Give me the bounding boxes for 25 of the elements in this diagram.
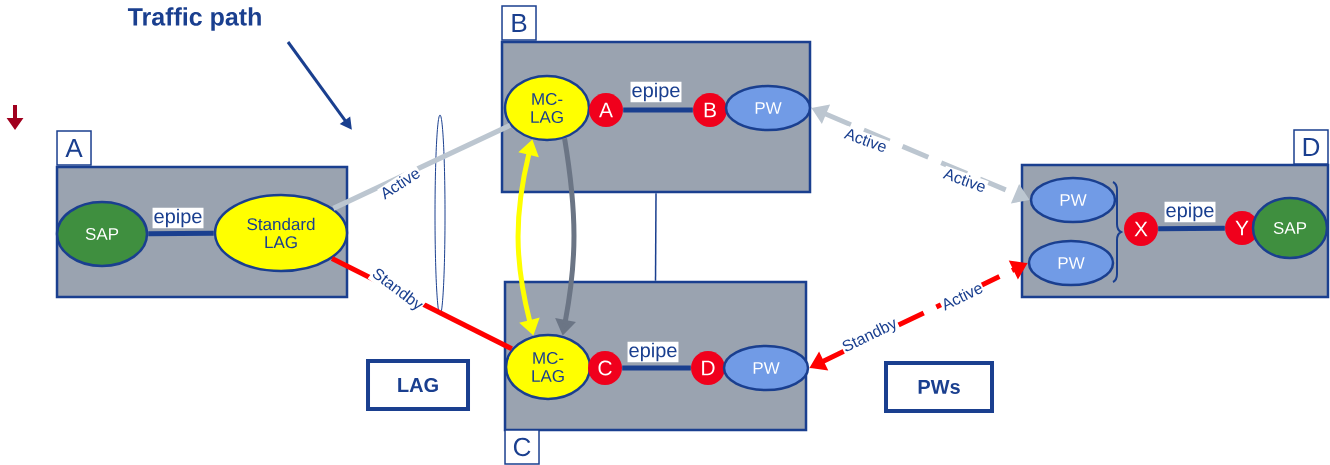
ellipse-node: PW bbox=[1029, 176, 1117, 224]
label-box: PWs bbox=[884, 361, 994, 413]
ellipse-node: SAP bbox=[55, 200, 149, 268]
line-label: Active bbox=[938, 279, 986, 313]
ellipse-node: MC-LAG bbox=[504, 333, 592, 401]
ellipse-node: MC-LAG bbox=[503, 74, 591, 142]
ellipse-node: PW bbox=[724, 84, 812, 132]
ellipse-node: PW bbox=[1027, 239, 1115, 287]
ellipse-node: SAP bbox=[1251, 196, 1329, 260]
connector bbox=[654, 192, 657, 282]
connector bbox=[332, 123, 512, 211]
node-label: A bbox=[65, 139, 83, 157]
connector bbox=[148, 230, 214, 237]
node-label: C bbox=[513, 437, 531, 457]
ellipse-node: PW bbox=[722, 344, 810, 392]
title: Traffic path bbox=[127, 7, 261, 31]
connector bbox=[1158, 225, 1225, 232]
connector bbox=[623, 107, 693, 113]
node-label: B bbox=[512, 14, 527, 32]
connector bbox=[622, 365, 691, 371]
node-label: D bbox=[1303, 138, 1320, 156]
edge-label: Active bbox=[842, 125, 890, 155]
ellipse-node: Standard LAG bbox=[213, 193, 349, 273]
line-label: Active bbox=[941, 165, 989, 195]
label-box: LAG bbox=[366, 359, 470, 411]
